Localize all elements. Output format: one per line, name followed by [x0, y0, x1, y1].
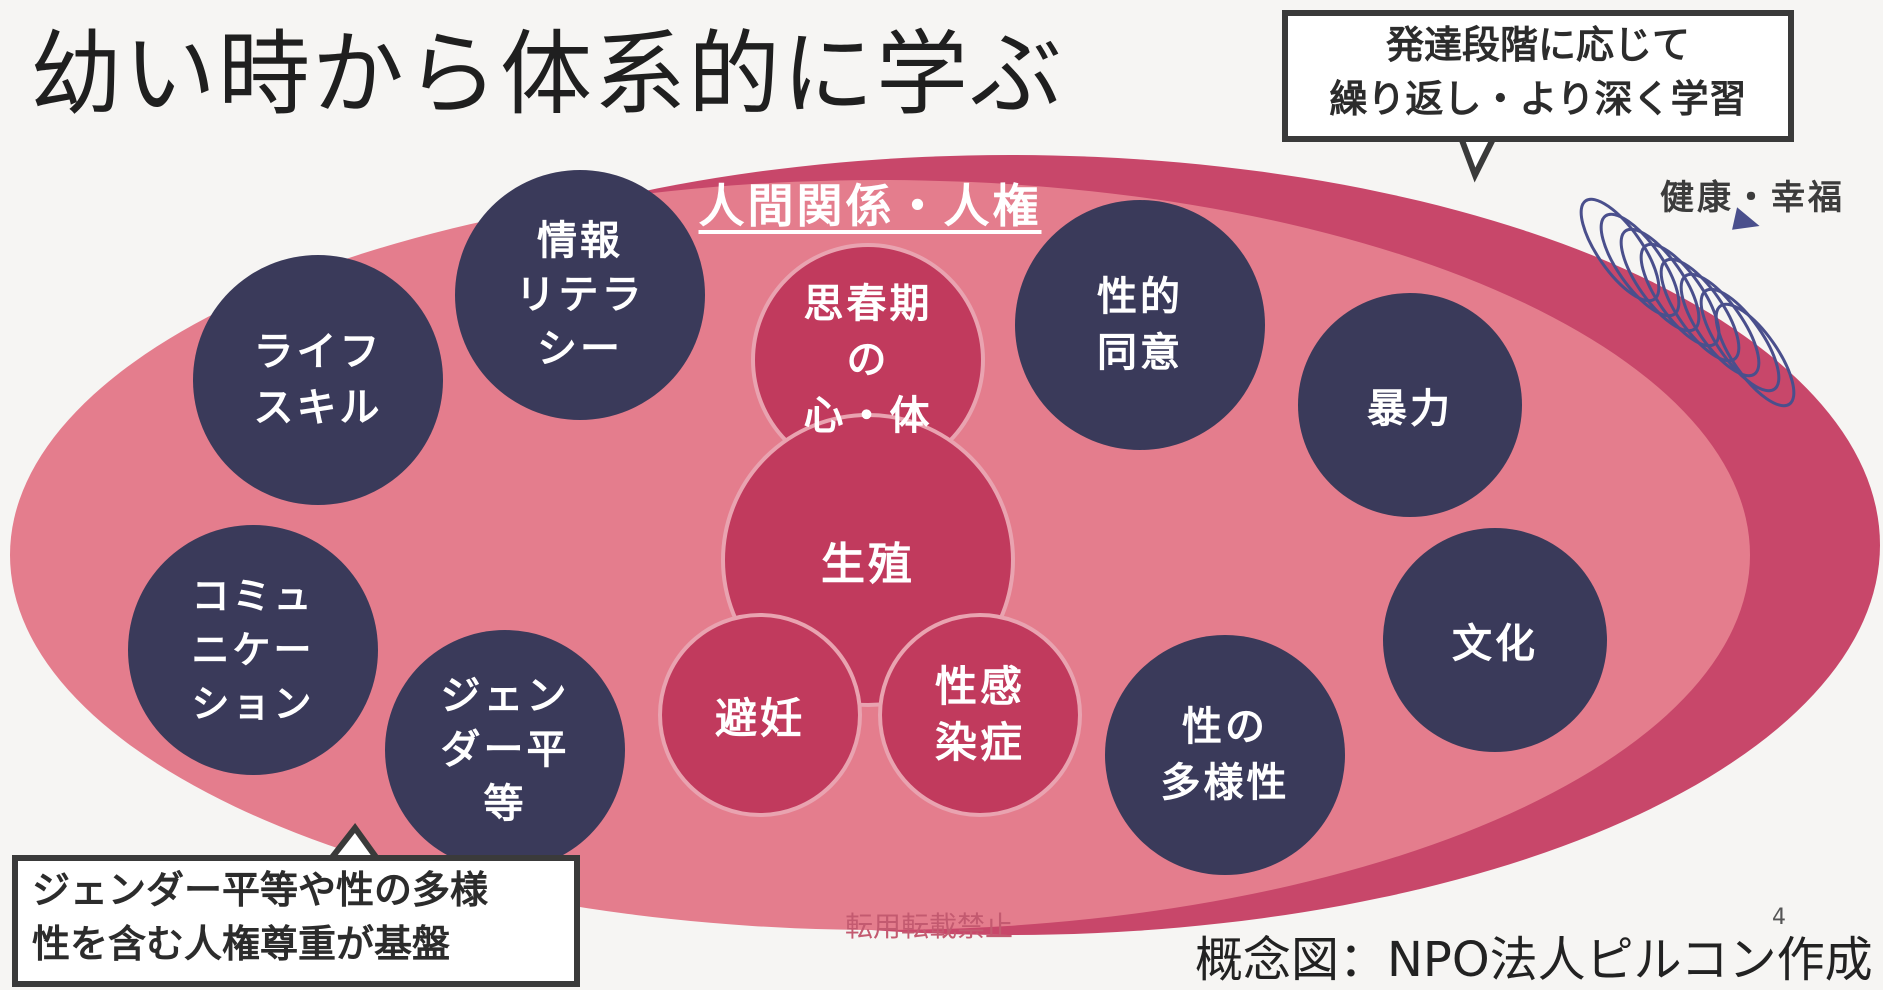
callout-top: 発達段階に応じて 繰り返し・より深く学習	[1282, 10, 1794, 142]
health-label: 健康・幸福	[1660, 178, 1845, 218]
label-life-skills: ライフ スキル	[253, 329, 383, 431]
label-sti: 性感 染症	[934, 662, 1025, 767]
circle-life-skills	[193, 255, 443, 505]
label-gender-equality: ジェン ダー平 等	[440, 673, 570, 827]
label-culture: 文化	[1452, 621, 1538, 667]
spiral-icon	[1579, 197, 1796, 408]
circle-sexual-consent	[1015, 200, 1265, 450]
page-title: 幼い時から体系的に学ぶ	[30, 21, 1065, 128]
circle-contraception	[658, 613, 862, 817]
watermark: 転用転載禁止	[845, 910, 1014, 943]
circle-gender-equality	[385, 630, 625, 870]
label-info-literacy: 情報 リテラ シー	[515, 218, 645, 372]
circle-violence	[1298, 293, 1522, 517]
label-sexual-diversity: 性の 多様性	[1160, 704, 1290, 806]
circle-culture	[1383, 528, 1607, 752]
circle-communication	[128, 525, 378, 775]
callout-top-line1: 発達段階に応じて	[1385, 23, 1690, 67]
label-contraception: 避妊	[714, 693, 805, 743]
callout-top-line2: 繰り返し・より深く学習	[1329, 77, 1747, 121]
circle-sexual-diversity	[1105, 635, 1345, 875]
callout-bottom-line1: ジェンダー平等や性の多様	[32, 868, 489, 912]
callout-bottom-line2: 性を含む人権尊重が基盤	[32, 922, 451, 966]
label-violence: 暴力	[1367, 386, 1453, 432]
source-credit: 概念図：NPO法人ピルコン作成	[1195, 932, 1873, 988]
central-label: 人間関係・人権	[698, 179, 1042, 233]
circle-info-literacy	[455, 170, 705, 420]
page-number: 4	[1772, 905, 1786, 930]
circle-sti	[878, 613, 1082, 817]
label-adolescence: 思春期 の 心・体	[803, 281, 933, 439]
label-sexual-consent: 性的 同意	[1097, 274, 1183, 376]
callout-bottom: ジェンダー平等や性の多様 性を含む人権尊重が基盤	[12, 855, 580, 987]
label-reproduction: 生殖	[821, 539, 915, 590]
label-communication: コミュ ニケー ション	[191, 574, 315, 726]
